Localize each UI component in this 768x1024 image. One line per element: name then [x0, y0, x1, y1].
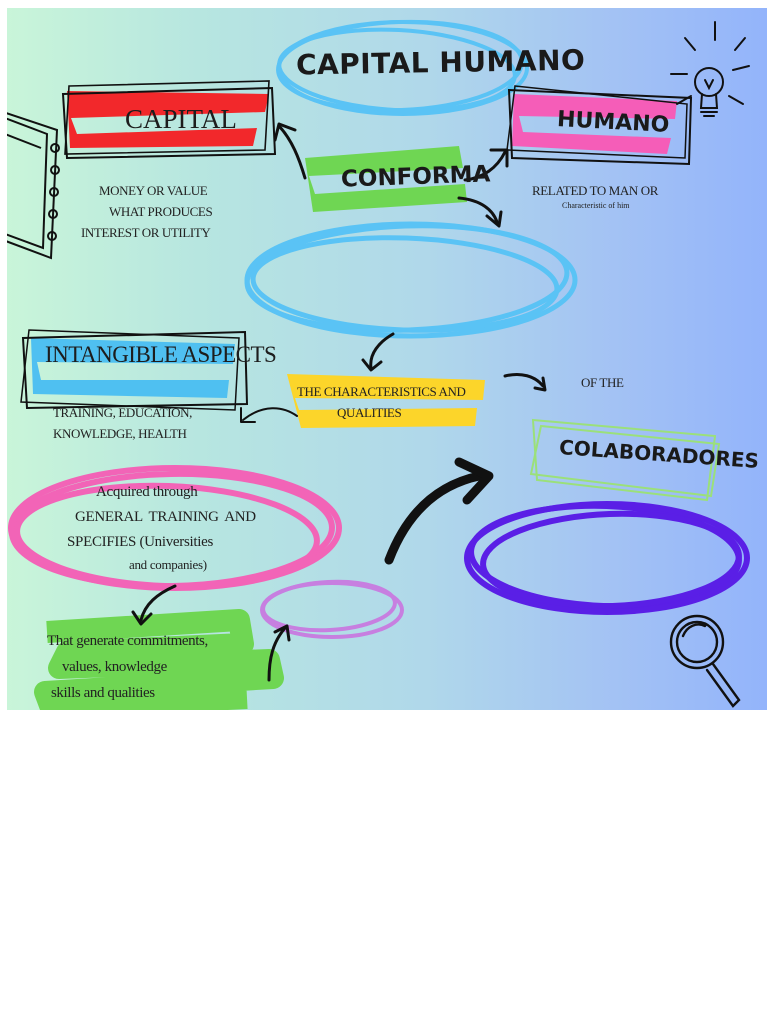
- conforma-highlight: [305, 146, 467, 212]
- violet-small-circle: [260, 579, 404, 639]
- intangible-desc-line: KNOWLEDGE, HEALTH: [53, 426, 187, 441]
- capital-desc-line: WHAT PRODUCES: [109, 204, 213, 219]
- arrow-circle-to-characteristics: [369, 332, 395, 370]
- characteristics-highlight: [287, 374, 485, 428]
- colaboradores-box: [529, 418, 721, 502]
- big-arrow-head: [454, 457, 494, 505]
- humano-description: RELATED TO MAN OR Characteristic of him: [532, 180, 658, 211]
- arrow-conforma-to-capital: [277, 124, 307, 180]
- capital-desc-line: INTEREST OR UTILITY: [81, 225, 211, 240]
- acquired-line: GENERAL TRAINING AND: [75, 509, 256, 525]
- lightbulb-icon: [670, 21, 750, 117]
- arrows: [131, 122, 547, 682]
- capital-highlight: [61, 80, 277, 160]
- big-arrow-to-colaboradores: [384, 471, 484, 565]
- title-scribble-circle: [276, 19, 529, 116]
- characteristics-line: QUALITIES: [337, 405, 402, 420]
- intangible-description: TRAINING, EDUCATION, KNOWLEDGE, HEALTH: [53, 402, 192, 444]
- generate-highlight: [34, 609, 284, 710]
- arrow-pink-to-generate: [139, 584, 177, 622]
- generate-line: skills and qualities: [51, 685, 155, 701]
- generate-text: That generate commitments, values, knowl…: [47, 628, 208, 706]
- arrow-conforma-to-humano: [463, 150, 507, 182]
- arrow-conforma-to-circle: [457, 196, 499, 224]
- page-title: CAPITAL HUMANO: [295, 43, 586, 82]
- purple-circle: [464, 501, 750, 615]
- conforma-label: CONFORMA: [340, 161, 491, 193]
- decor-layer: [7, 19, 750, 710]
- capital-desc-line: MONEY OR VALUE: [99, 183, 208, 198]
- concept-map-canvas: CAPITAL HUMANO CAPITAL MONEY OR VALUE WH…: [7, 8, 767, 710]
- intangible-highlight: [20, 329, 249, 411]
- arrow-generate-to-violet: [267, 626, 287, 682]
- magnifier-icon: [669, 614, 741, 708]
- generate-line: values, knowledge: [62, 659, 167, 675]
- intangible-label: INTANGIBLE ASPECTS: [45, 342, 277, 367]
- notebook-icon: [7, 112, 60, 260]
- acquired-line: Acquired through: [96, 484, 198, 500]
- characteristics-label: THE CHARACTERISTICS AND QUALITIES: [297, 381, 466, 423]
- generate-line: That generate commitments,: [47, 633, 208, 649]
- humano-desc-line: RELATED TO MAN OR: [532, 183, 658, 198]
- arrow-characteristics-to-ofthe: [503, 372, 545, 388]
- arrow-characteristics-to-intangible: [242, 407, 298, 421]
- humano-highlight: [506, 85, 693, 166]
- capital-description: MONEY OR VALUE WHAT PRODUCES INTEREST OR…: [81, 180, 213, 243]
- of-the-label: OF THE: [581, 375, 624, 390]
- acquired-line: and companies): [129, 557, 207, 572]
- intangible-desc-line: TRAINING, EDUCATION,: [53, 405, 192, 420]
- acquired-pink-circle: [8, 465, 342, 591]
- acquired-line: SPECIFIES (Universities: [67, 534, 214, 550]
- acquired-text: Acquired through GENERAL TRAINING AND SP…: [67, 480, 256, 575]
- characteristics-line: THE CHARACTERISTICS AND: [297, 384, 466, 399]
- capital-label: CAPITAL: [125, 104, 237, 134]
- empty-sky-circle: [244, 221, 578, 339]
- humano-desc-line: Characteristic of him: [562, 201, 630, 210]
